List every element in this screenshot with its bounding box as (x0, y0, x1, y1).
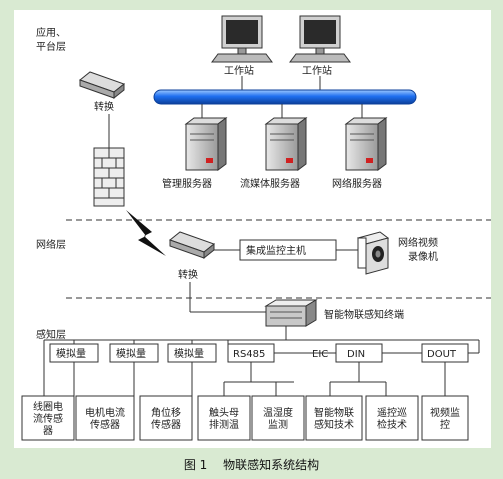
sensor-label: 智能物联感知技术 (314, 406, 354, 431)
sensor-box (421, 395, 469, 441)
workstation-label: 工作站 (224, 64, 254, 77)
figure-title: 物联感知系统结构 (223, 458, 320, 472)
rs485-label: RS485 (233, 349, 265, 360)
switch-label: 转换 (94, 100, 114, 113)
server-icon (344, 117, 388, 171)
analog-label: 模拟量 (116, 347, 146, 360)
figure-caption: 图 1 物联感知系统结构 (0, 456, 503, 473)
server-icon (184, 117, 228, 171)
sensor-label: 温湿度监测 (263, 406, 293, 431)
sensor-label: 遥控巡检技术 (377, 406, 407, 431)
sensor-box (365, 395, 419, 441)
sensor-label: 角位移传感器 (151, 406, 181, 431)
server-label: 流媒体服务器 (240, 177, 300, 190)
layer-label-app-line1: 应用、 (36, 26, 66, 39)
layer-label-network: 网络层 (36, 238, 66, 251)
wireless-link-icon (126, 210, 166, 256)
sensor-box (139, 395, 193, 441)
sensor-label: 视频监控 (430, 406, 460, 431)
dout-label: DOUT (427, 349, 457, 360)
analog-label: 模拟量 (174, 347, 204, 360)
server-label: 网络服务器 (332, 177, 382, 190)
server-icon (264, 117, 308, 171)
layer-label-app-line2: 平台层 (36, 40, 66, 53)
sensor-box (21, 395, 75, 441)
sensor-box (75, 395, 135, 441)
sensor-box (305, 395, 363, 441)
switch-label: 转换 (178, 268, 198, 281)
diagram-canvas: 应用、 平台层 网络层 感知层 工作站 工作站 (14, 10, 491, 448)
server-label: 管理服务器 (162, 177, 212, 190)
layer-label-app-group: 应用、 平台层 (36, 26, 66, 53)
switch-icon (78, 71, 126, 100)
monitor-host-label: 集成监控主机 (246, 244, 306, 257)
workstation-icon (289, 15, 351, 63)
iot-terminal-label: 智能物联感知终端 (324, 308, 404, 321)
sensor-label: 电机电流传感器 (85, 406, 125, 431)
eic-label: EIC (312, 349, 328, 360)
sensor-box (197, 395, 251, 441)
firewall-icon (93, 147, 125, 207)
backbone-network (153, 89, 417, 105)
sensor-label: 触头母排测温 (209, 406, 239, 431)
workstation-icon (211, 15, 273, 63)
video-recorder-icon (356, 231, 390, 275)
sensor-label: 线圈电流传感器 (33, 400, 63, 437)
iot-terminal-icon (264, 299, 318, 327)
architecture-diagram: 应用、 平台层 网络层 感知层 工作站 工作站 (21, 15, 491, 441)
layer-label-sensing: 感知层 (36, 328, 66, 341)
workstation-label: 工作站 (302, 64, 332, 77)
figure-number: 图 1 (183, 458, 208, 472)
din-label: DIN (347, 349, 365, 360)
video-recorder-label: 录像机 (408, 250, 438, 263)
switch-icon (168, 231, 216, 260)
analog-label: 模拟量 (56, 347, 86, 360)
sensor-box (251, 395, 305, 441)
video-recorder-label: 网络视频 (398, 236, 438, 249)
